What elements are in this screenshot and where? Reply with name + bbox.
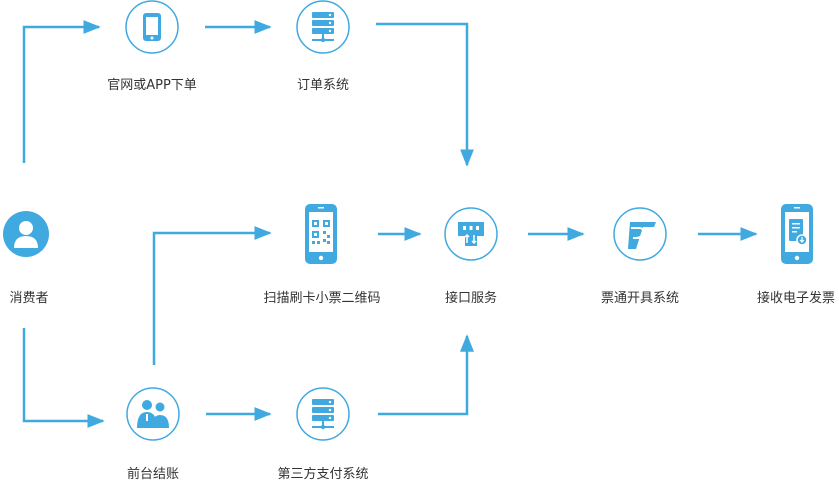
label-order: 订单系统 <box>296 78 350 93</box>
label-scan: 扫描刷卡小票二维码 <box>263 291 381 306</box>
node-counter <box>126 387 180 441</box>
connector-consumer-to-counter <box>22 328 105 428</box>
node-consumer <box>3 211 49 257</box>
node-payment <box>296 387 350 441</box>
label-consumer: 消费者 <box>9 291 49 306</box>
label-online: 官网或APP下单 <box>107 78 197 93</box>
label-receive: 接收电子发票 <box>756 291 836 306</box>
label-invoice: 票通开具系统 <box>600 291 680 306</box>
node-interface <box>444 207 498 261</box>
connector-order-to-interface <box>376 22 474 167</box>
label-counter: 前台结账 <box>126 467 180 482</box>
server-icon <box>312 399 334 430</box>
node-invoice <box>613 207 667 261</box>
server-icon <box>312 12 334 43</box>
node-online <box>125 0 179 54</box>
node-order <box>296 0 350 54</box>
label-payment: 第三方支付系统 <box>277 467 369 482</box>
connector-consumer-to-online <box>22 20 101 163</box>
phone-invoice-icon <box>781 204 813 264</box>
node-receive <box>781 204 813 264</box>
connector-counter-to-scan <box>152 226 272 365</box>
node-scan <box>305 204 337 264</box>
phone-qr-icon <box>305 204 337 264</box>
connector-payment-to-interface <box>378 334 474 416</box>
tablet-icon <box>143 13 161 41</box>
staff-icon <box>137 400 169 428</box>
invoice-logo-icon <box>628 222 656 249</box>
user-icon <box>14 221 38 248</box>
label-interface: 接口服务 <box>444 291 498 306</box>
interface-icon <box>458 222 484 246</box>
